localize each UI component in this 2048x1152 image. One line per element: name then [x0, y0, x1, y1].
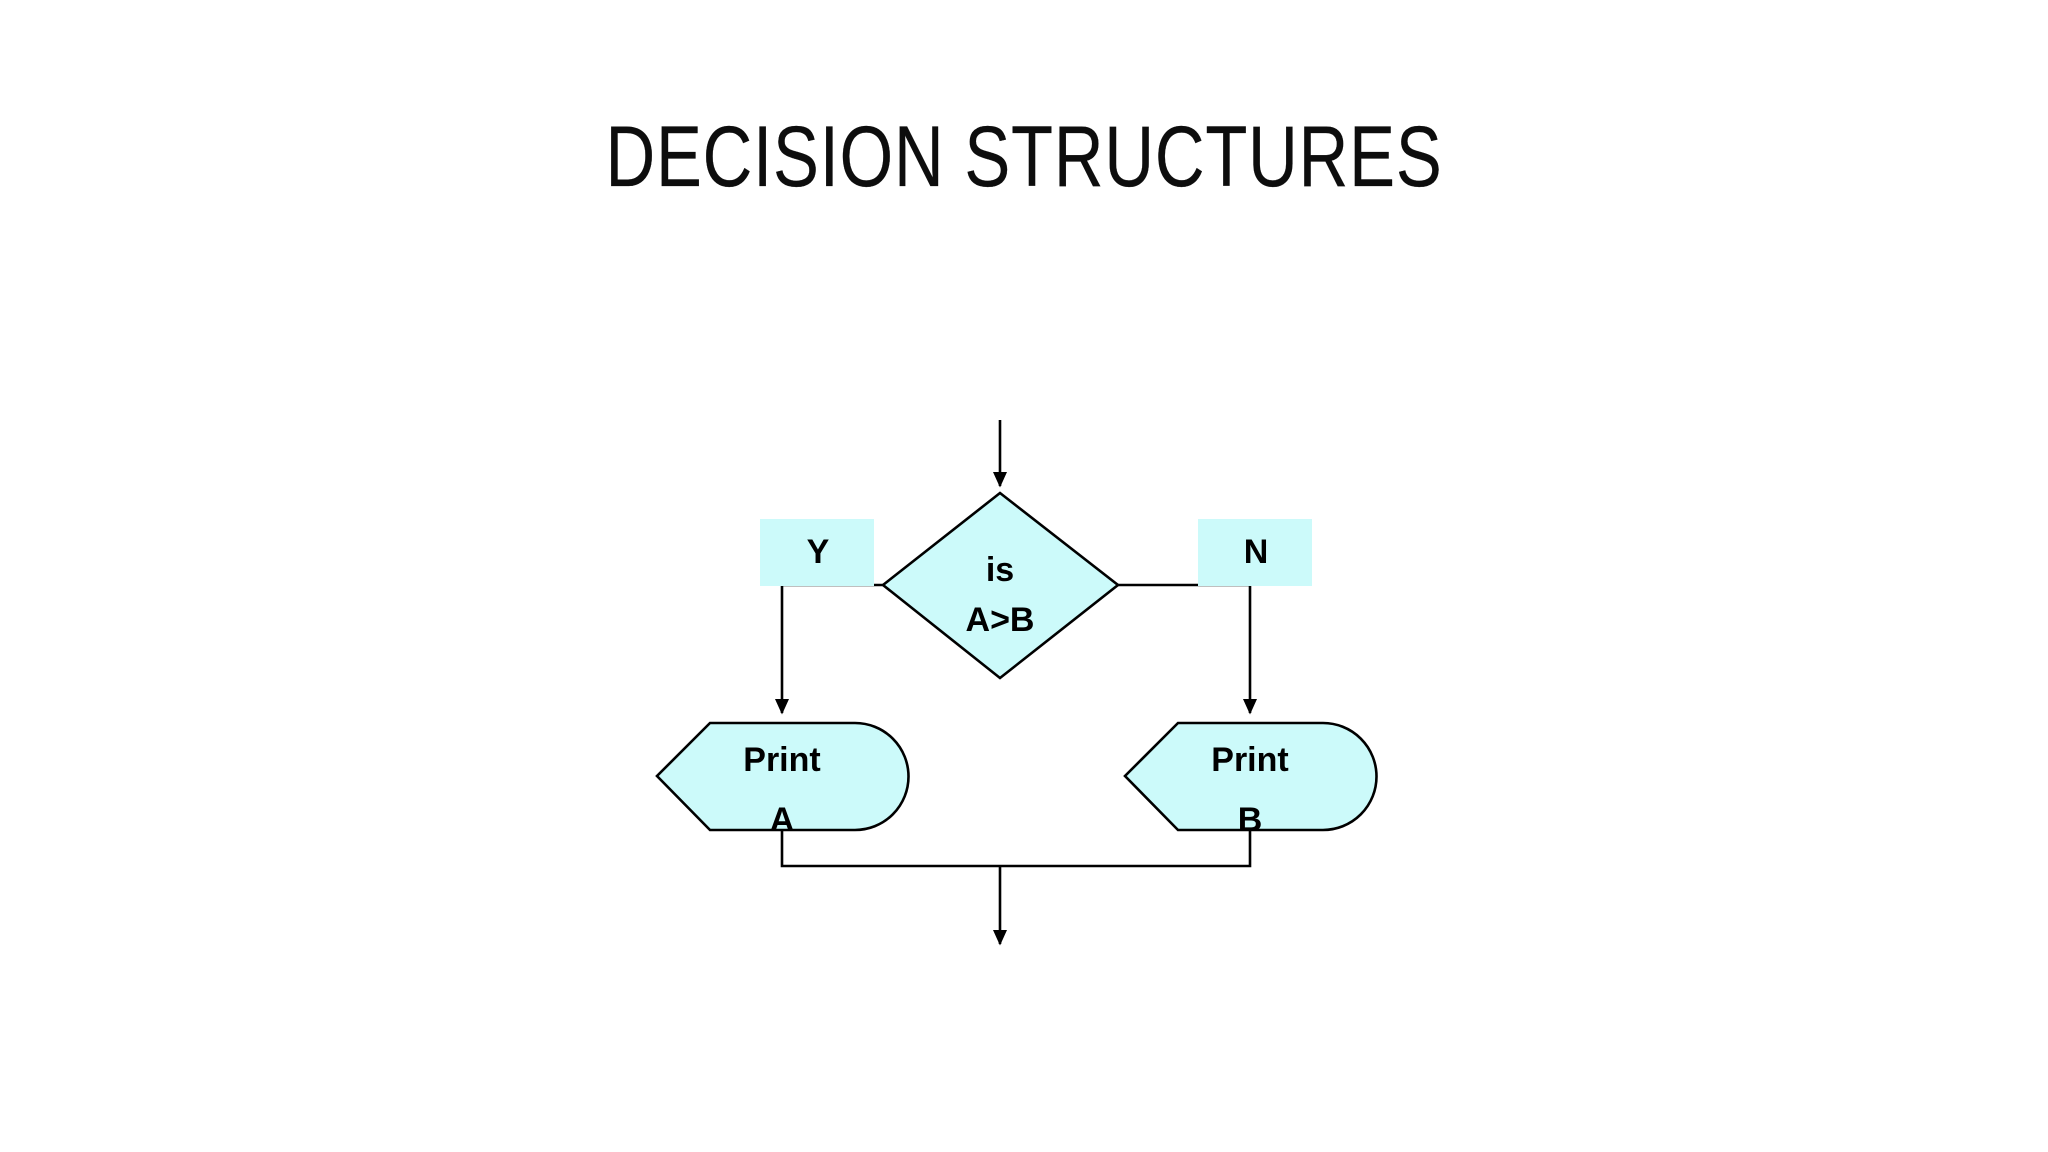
branch-label-yes: Y — [807, 533, 830, 571]
process-shape-print-a[interactable] — [655, 721, 910, 832]
print-a-label-line1: Print — [743, 741, 820, 779]
branch-label-no: N — [1244, 533, 1269, 571]
print-b-label-line1: Print — [1211, 741, 1288, 779]
page-title: DECISION STRUCTURES — [605, 109, 1443, 205]
edge-decision-print-b — [1118, 583, 1258, 715]
edge-decision-print-a — [774, 583, 883, 715]
decision-diamond[interactable] — [880, 491, 1121, 680]
branch-label-box-yes — [760, 519, 874, 586]
print-b-label-line2: B — [1238, 801, 1263, 839]
merge-connector — [780, 830, 1252, 868]
branch-label-box-no — [1198, 519, 1312, 586]
decision-label-line2: A>B — [966, 601, 1035, 639]
print-a-label-line2: A — [770, 801, 795, 839]
process-shape-print-b[interactable] — [1123, 721, 1378, 832]
decision-label-line1: is — [986, 551, 1014, 589]
